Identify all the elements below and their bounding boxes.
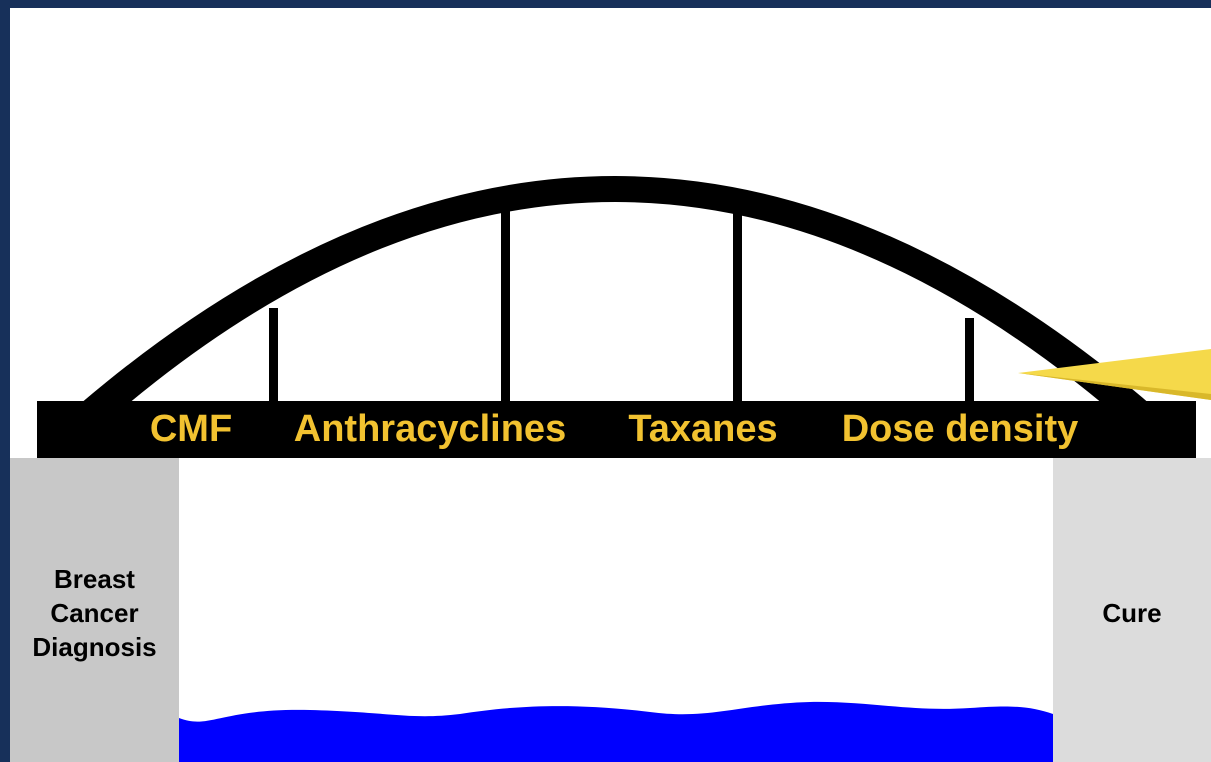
left-pillar-label: Breast Cancer Diagnosis bbox=[32, 562, 156, 665]
segment-label-dose-density: Dose density bbox=[842, 408, 1079, 450]
slide: CMF Anthracyclines Taxanes Dose density … bbox=[10, 8, 1211, 762]
bridge-hanger bbox=[733, 208, 742, 408]
segment-label-taxanes: Taxanes bbox=[628, 408, 777, 450]
left-pillar: Breast Cancer Diagnosis bbox=[10, 458, 179, 762]
segment-label-anthracyclines: Anthracyclines bbox=[294, 408, 566, 450]
bridge-hanger bbox=[501, 208, 510, 408]
right-pillar: Cure bbox=[1053, 458, 1211, 762]
right-pillar-label: Cure bbox=[1102, 596, 1161, 630]
bridge-arch bbox=[80, 176, 1150, 404]
bridge-hanger bbox=[965, 318, 974, 408]
bridge-diagram: CMF Anthracyclines Taxanes Dose density bbox=[10, 8, 1211, 762]
bridge-hanger bbox=[269, 308, 278, 408]
segment-label-cmf: CMF bbox=[150, 408, 232, 450]
water bbox=[179, 702, 1053, 762]
